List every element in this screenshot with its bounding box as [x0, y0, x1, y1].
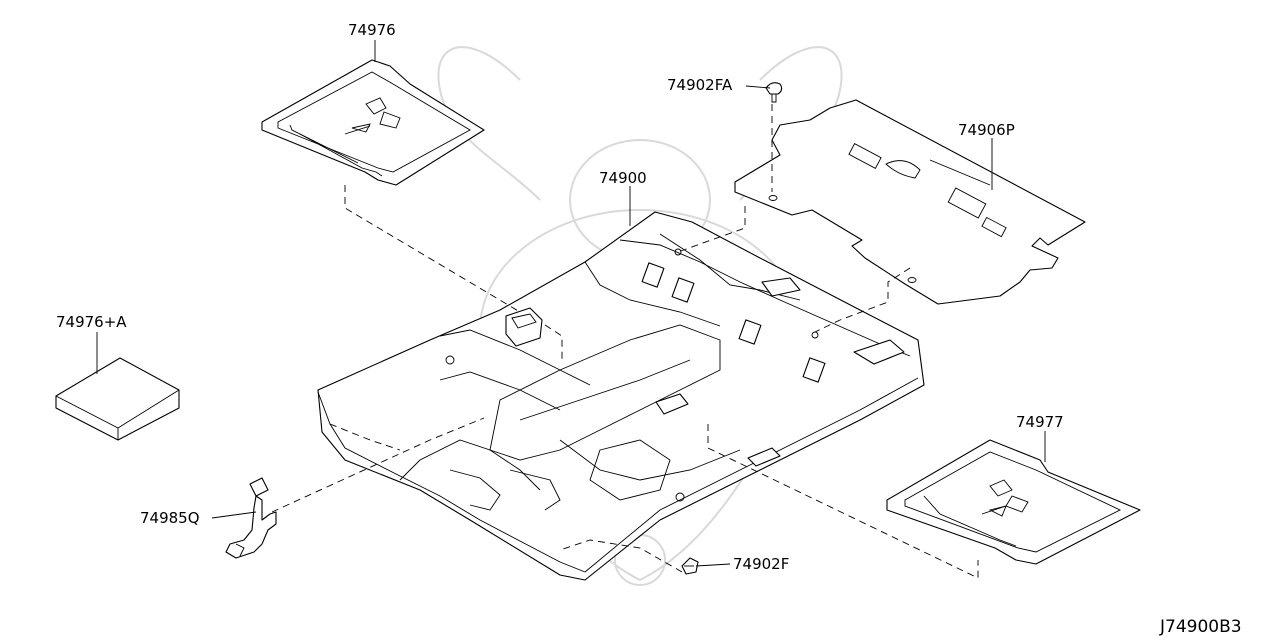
assembly-dashed-lines [271, 104, 979, 579]
part-74976A-block[interactable] [55, 357, 180, 441]
part-74902F-clip[interactable] [681, 557, 699, 575]
part-74906P-rear-mat[interactable] [734, 99, 1086, 305]
label-74976: 74976 [348, 21, 396, 39]
leader-lines [96, 40, 1046, 567]
part-74985Q-clip[interactable] [225, 477, 277, 559]
label-74906P: 74906P [958, 121, 1015, 139]
label-74900: 74900 [599, 169, 647, 187]
diagram-id: J74900B3 [1159, 617, 1242, 637]
label-74902F: 74902F [733, 555, 789, 573]
label-74985Q: 74985Q [140, 509, 200, 527]
part-74977-floor-mat[interactable] [886, 439, 1141, 565]
label-74902FA: 74902FA [667, 76, 733, 94]
part-74902FA-clip[interactable] [765, 82, 783, 103]
label-74977: 74977 [1016, 413, 1064, 431]
label-74976A: 74976+A [56, 313, 127, 331]
part-74976-floor-mat[interactable] [261, 59, 485, 186]
part-74900-main-carpet[interactable] [317, 211, 925, 581]
